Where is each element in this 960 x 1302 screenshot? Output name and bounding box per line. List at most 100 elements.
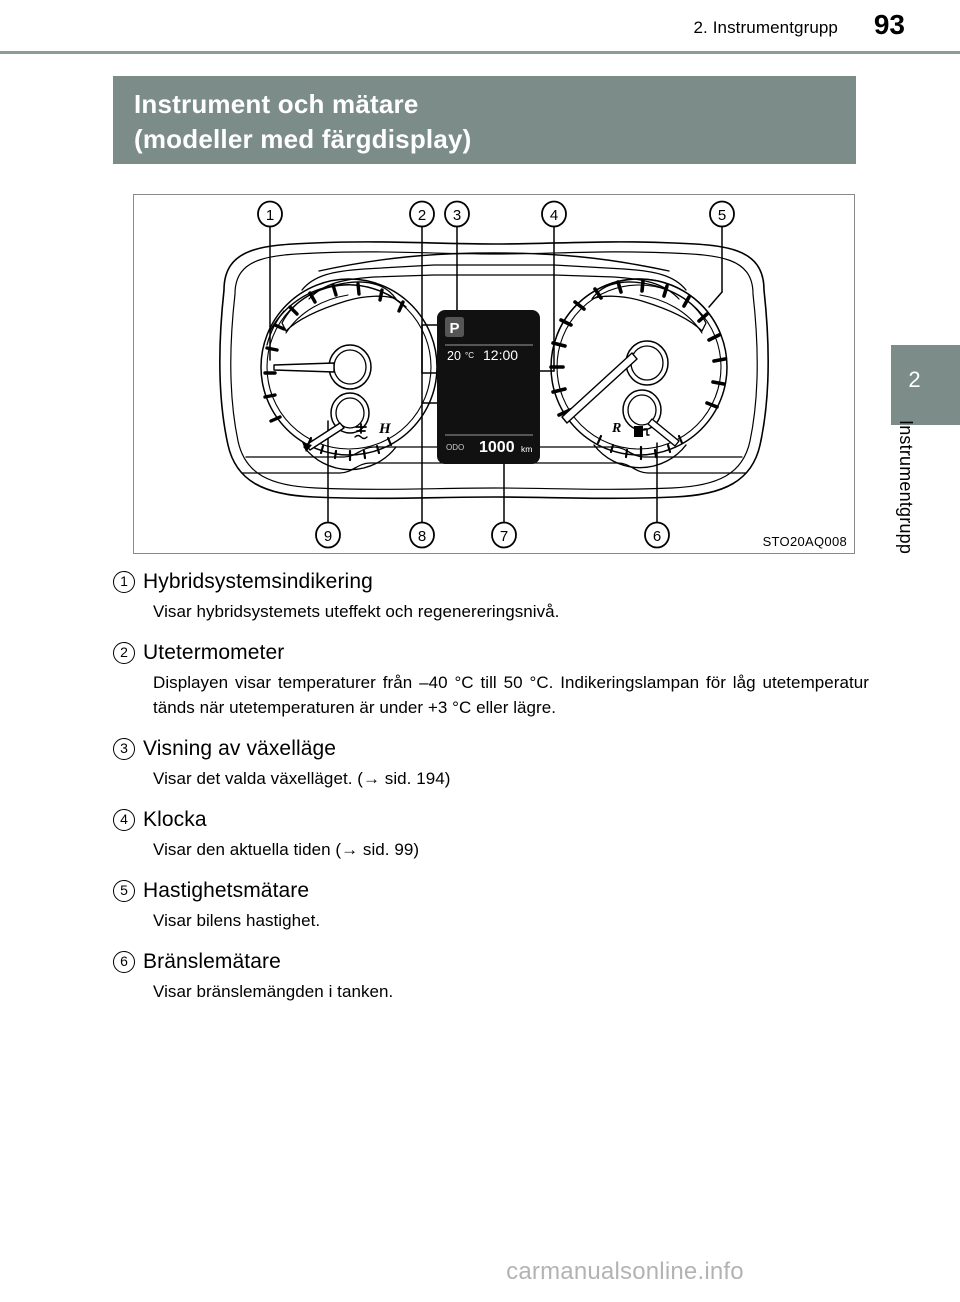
list-item: 3 Visning av växelläge Visar det valda v… — [113, 733, 873, 791]
item-number-badge: 5 — [113, 880, 135, 902]
coolant-gauge-needle — [305, 422, 345, 451]
odometer-unit: km — [521, 444, 532, 454]
coolant-temp-icon — [354, 423, 368, 440]
chapter-tab-label: Instrumentgrupp — [896, 420, 916, 555]
odometer-label: ODO — [446, 443, 464, 452]
item-heading: 4 Klocka — [113, 804, 873, 835]
callout-5-number: 5 — [718, 207, 726, 224]
callout-1: 1 — [257, 200, 283, 228]
item-description: Visar bränslemängden i tanken. — [153, 982, 394, 1001]
section-title-band: Instrument och mätare (modeller med färg… — [113, 76, 856, 164]
fuel-scale-ticks — [596, 434, 684, 461]
list-item: 1 Hybridsystemsindikering Visar hybridsy… — [113, 566, 873, 624]
item-number-badge: 2 — [113, 642, 135, 664]
item-heading: 2 Utetermometer — [113, 637, 873, 668]
callout-2-number: 2 — [418, 207, 426, 224]
shift-position-text: P — [449, 320, 459, 337]
item-description: Visar det valda växelläget. (→ sid. 194) — [153, 769, 451, 788]
left-gauge-hub-outer — [328, 344, 372, 390]
item-number-badge: 4 — [113, 809, 135, 831]
right-bezel-wing — [591, 281, 707, 332]
item-title: Hastighetsmätare — [143, 879, 310, 902]
leader-line-5b — [708, 291, 723, 308]
cluster-hood-edge-2 — [308, 274, 680, 300]
item-description: Displayen visar temperaturer från –40 °C… — [153, 673, 869, 717]
left-bezel-wing-inner — [285, 294, 349, 334]
fuel-gauge-hub-inner — [627, 394, 657, 426]
callout-9: 9 — [315, 521, 341, 549]
right-bezel-wing-inner — [639, 294, 703, 334]
figure-reference-code: STO20AQ008 — [762, 534, 847, 549]
item-title: Klocka — [143, 808, 207, 831]
item-title: Bränslemätare — [143, 950, 281, 973]
page-header: 2. Instrumentgrupp 93 — [0, 0, 960, 54]
fuel-scale-arc — [593, 444, 687, 469]
fuel-pump-icon — [634, 426, 650, 437]
instrument-cluster-drawing: P 20 °C 12:00 ODO 1000 km H R 1 2 — [219, 200, 769, 549]
coolant-scale-ticks — [306, 436, 393, 462]
component-description-list: 1 Hybridsystemsindikering Visar hybridsy… — [113, 566, 873, 1017]
right-gauge-ticks — [549, 279, 727, 417]
site-watermark: carmanualsonline.info — [506, 1258, 744, 1285]
item-heading: 6 Bränslemätare — [113, 946, 873, 977]
cluster-hood-edge — [301, 264, 687, 291]
item-heading: 3 Visning av växelläge — [113, 733, 873, 764]
item-description: Visar den aktuella tiden (→ sid. 99) — [153, 840, 420, 859]
speedometer-needle — [561, 352, 638, 424]
left-gauge-hub-inner — [333, 349, 367, 385]
list-item: 2 Utetermometer Displayen visar temperat… — [113, 637, 873, 720]
item-heading: 1 Hybridsystemsindikering — [113, 566, 873, 597]
cluster-hood-top — [318, 252, 670, 272]
left-gauge-needle — [273, 362, 335, 373]
coolant-scale-arc — [303, 446, 397, 471]
header-divider-rule — [0, 51, 960, 54]
callout-3: 3 — [444, 200, 470, 228]
fuel-gauge-needle — [647, 418, 680, 447]
callout-2: 2 — [409, 200, 435, 228]
coolant-gauge-hub-outer — [330, 392, 370, 434]
item-description: Visar hybridsystemets uteffekt och regen… — [153, 602, 560, 621]
coolant-gauge-hub-inner — [335, 397, 365, 429]
item-number-badge: 1 — [113, 571, 135, 593]
list-item: 5 Hastighetsmätare Visar bilens hastighe… — [113, 875, 873, 933]
section-title-line-1: Instrument och mätare — [134, 89, 419, 119]
callout-8: 8 — [409, 521, 435, 549]
item-number-badge: 3 — [113, 738, 135, 760]
callout-1-number: 1 — [266, 207, 274, 224]
callout-6: 6 — [644, 521, 670, 549]
callout-5: 5 — [709, 200, 735, 228]
mid-screen — [437, 310, 540, 464]
callout-7: 7 — [491, 521, 517, 549]
page-number: 93 — [873, 9, 905, 40]
list-item: 4 Klocka Visar den aktuella tiden (→ sid… — [113, 804, 873, 862]
callout-group-bottom: 9 8 7 6 — [315, 521, 670, 549]
chapter-tab: 2 — [891, 345, 960, 425]
callout-4-number: 4 — [550, 207, 558, 224]
callout-8-number: 8 — [418, 528, 426, 545]
right-gauge-scale-arc — [556, 278, 722, 336]
outside-temp-unit: °C — [465, 351, 474, 360]
callout-7-number: 7 — [500, 528, 508, 545]
odometer-value: 1000 — [479, 439, 515, 456]
outside-temp-text: 20 — [447, 349, 461, 363]
left-gauge-scale-arc2 — [266, 310, 285, 346]
list-item: 6 Bränslemätare Visar bränslemängden i t… — [113, 946, 873, 1004]
callout-9-number: 9 — [324, 528, 332, 545]
callout-3-number: 3 — [453, 207, 461, 224]
coolant-needle-tip — [302, 442, 312, 452]
item-title: Utetermometer — [143, 641, 285, 664]
callout-group-top: 1 2 3 4 5 — [257, 200, 735, 228]
shift-position-badge — [445, 317, 464, 337]
callout-6-number: 6 — [653, 528, 661, 545]
chapter-tab-number: 2 — [908, 367, 921, 392]
item-description: Visar bilens hastighet. — [153, 911, 321, 930]
instrument-cluster-figure: P 20 °C 12:00 ODO 1000 km H R 1 2 — [133, 194, 855, 554]
coolant-high-label: H — [378, 421, 392, 437]
callout-4: 4 — [541, 200, 567, 228]
item-heading: 5 Hastighetsmätare — [113, 875, 873, 906]
item-title: Visning av växelläge — [143, 737, 337, 760]
clock-text: 12:00 — [483, 347, 518, 363]
left-bezel-wing — [281, 281, 397, 332]
left-gauge-ticks — [263, 282, 405, 423]
fuel-reserve-label: R — [611, 421, 621, 436]
